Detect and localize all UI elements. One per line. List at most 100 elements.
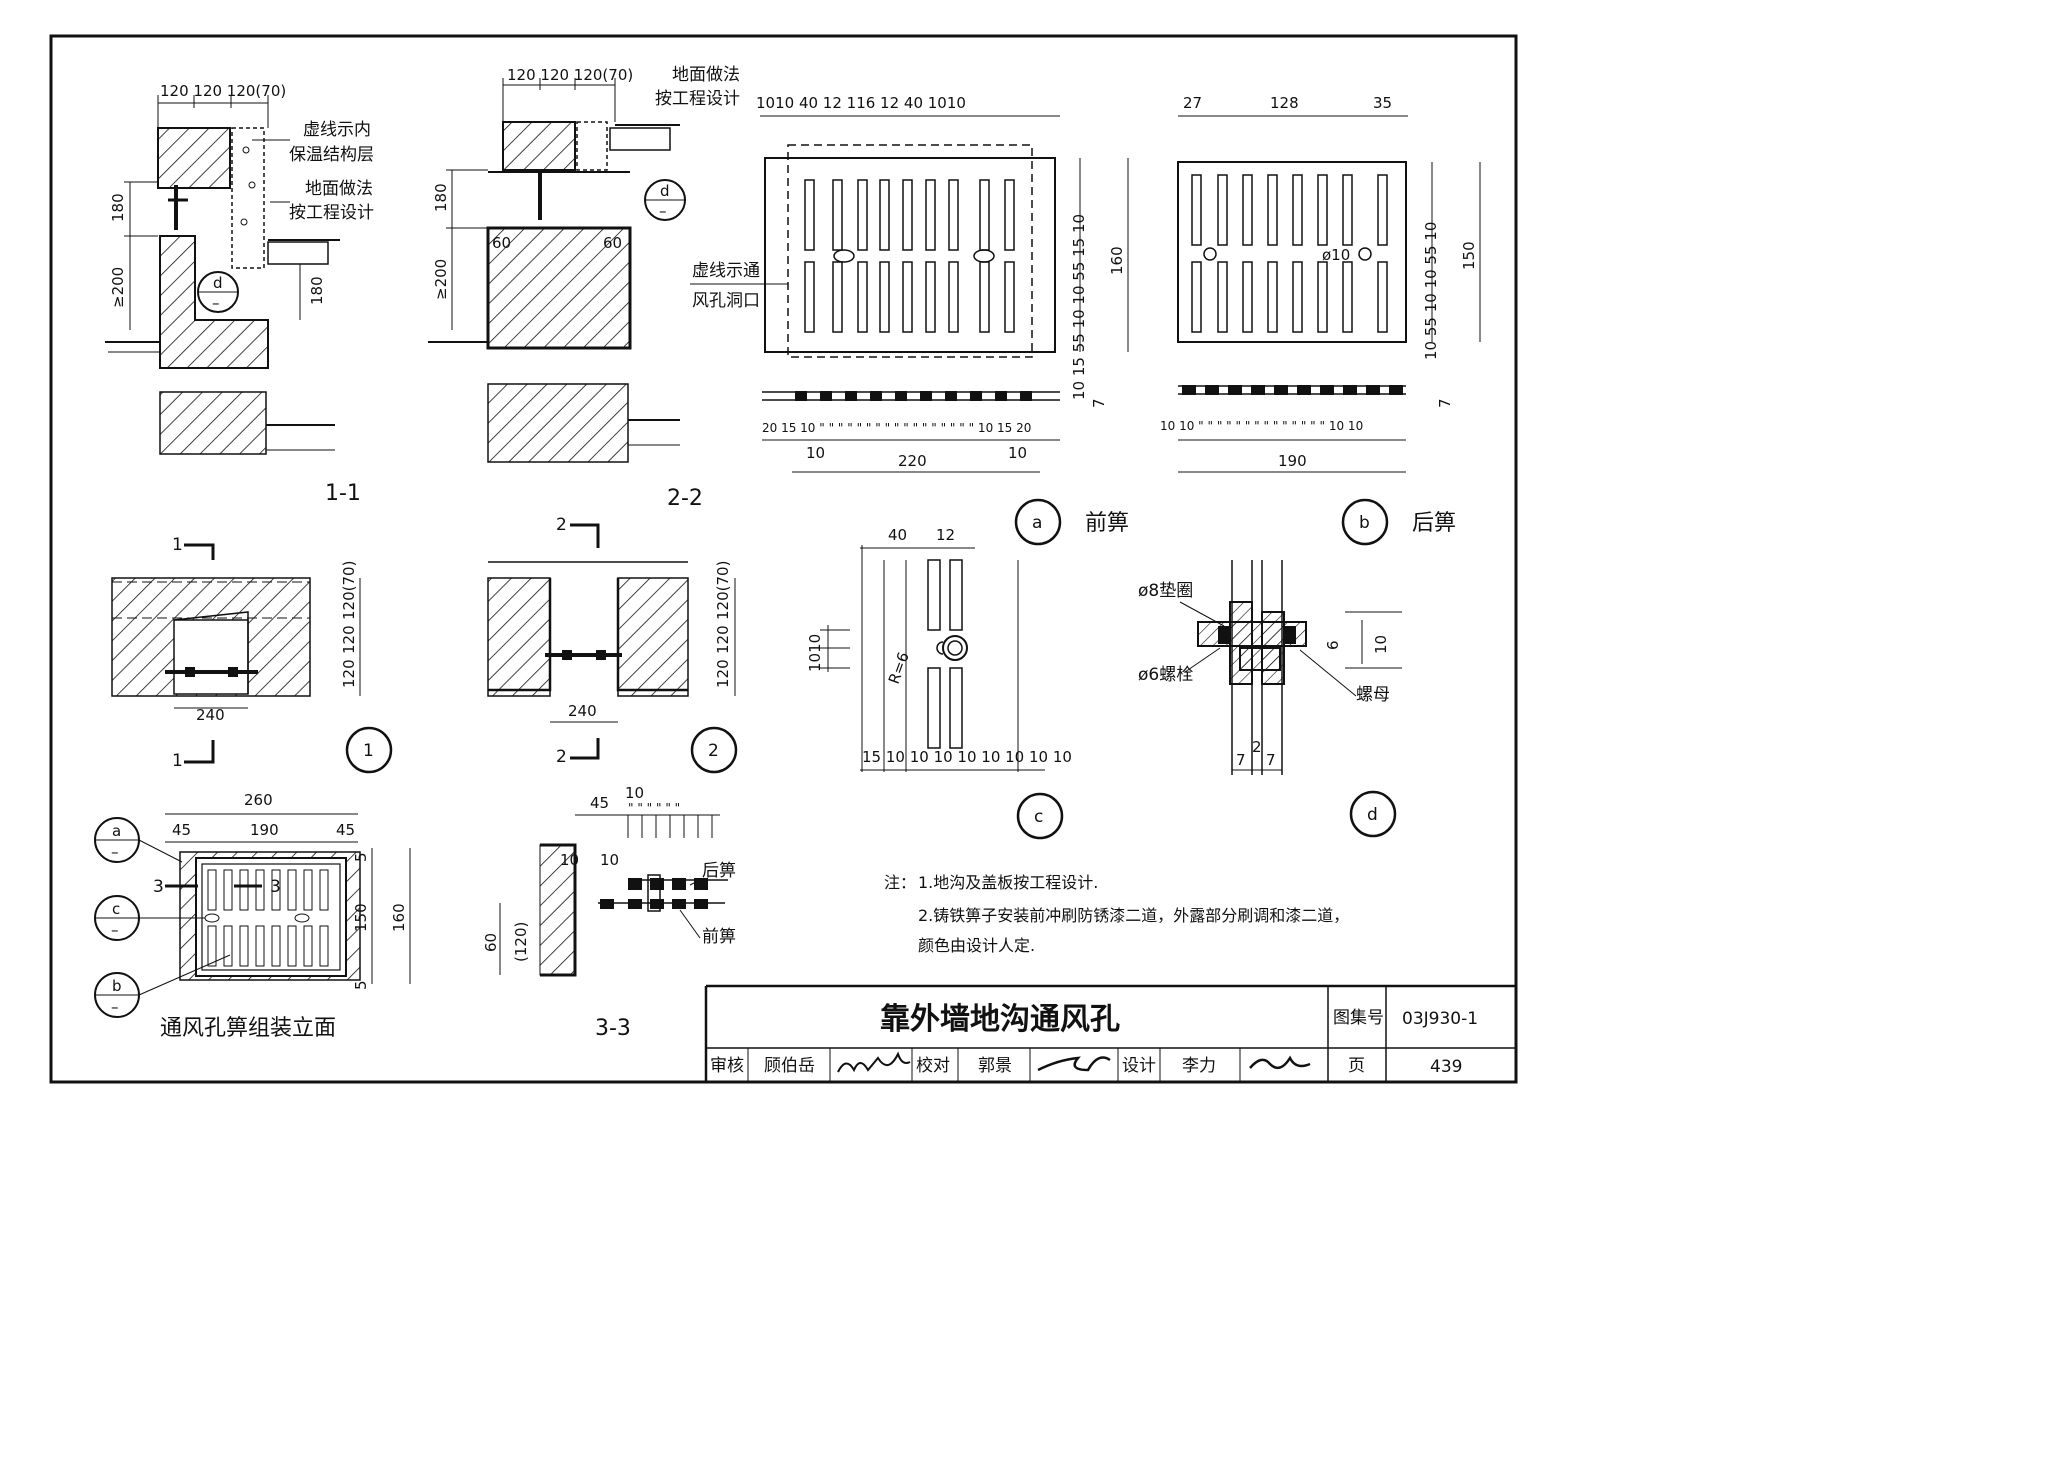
notes-line3: 颜色由设计人定. [918, 936, 1035, 955]
dim-top-128: 128 [1270, 94, 1299, 112]
grille-frame [195, 857, 347, 977]
callout-d-bottom: – [659, 202, 667, 220]
dim-220: 220 [898, 452, 927, 470]
circle-c-label: c [1034, 807, 1043, 827]
dim-180b: 180 [308, 276, 326, 305]
dim-top-35: 35 [1373, 94, 1392, 112]
dim-6: 6 [1324, 640, 1342, 650]
dim-45: 45 [590, 794, 609, 812]
dims-bottom: 20 15 10 " " " " " " " " " " " " " " " "… [762, 421, 1031, 435]
designer: 李力 [1182, 1056, 1216, 1076]
dim-120: (120) [512, 922, 530, 962]
slots-upper [804, 179, 1015, 251]
label-floor-1: 地面做法 [305, 179, 373, 199]
lower-wall [486, 226, 632, 350]
svg-text:b: b [112, 977, 122, 995]
dim-180: 180 [432, 183, 450, 212]
detail-a: 1010 40 12 116 12 40 1010 [690, 94, 1129, 546]
sheet-border [49, 34, 1518, 1084]
dim-top-27: 27 [1183, 94, 1202, 112]
page-no: 439 [1430, 1057, 1462, 1077]
dims-right-string: 10 55 10 10 55 10 [1422, 222, 1440, 360]
dim-right-5b: 5 [352, 980, 370, 990]
dim-10a: 10 [806, 444, 825, 462]
detail-b: 27 128 35 ø10 10 55 10 [1160, 94, 1481, 546]
section-3-3: 45 10 " " " " " " 10 10 后箅 前箅 60 [482, 784, 736, 1041]
label-floor-2: 按工程设计 [655, 89, 740, 109]
circle-b-label: b [1359, 513, 1370, 533]
dim-200: ≥200 [432, 259, 450, 300]
dim-1010: 1010 [806, 634, 824, 672]
dim-160: 160 [1108, 246, 1126, 275]
caption: 通风孔箅组装立面 [160, 1016, 336, 1041]
page-label: 页 [1348, 1056, 1365, 1076]
dim-7: 7 [1090, 398, 1108, 408]
review-label: 审核 [710, 1056, 744, 1076]
dim-10: 10 [1372, 635, 1390, 654]
label-insulation-1: 虚线示内 [303, 120, 371, 140]
dim-10a: 10 [625, 784, 644, 802]
drawing-title: 靠外墙地沟通风孔 [880, 1002, 1120, 1037]
dim-right-2: 120 [340, 625, 358, 654]
dim-10b: 10 [560, 851, 579, 869]
label-bolt: ø6螺栓 [1138, 665, 1193, 685]
assembly-elevation: 260 45 190 45 3 3 [94, 791, 411, 1041]
svg-text:–: – [111, 998, 119, 1016]
caption: 2-2 [667, 486, 703, 511]
dim-right-3: 120 [714, 659, 732, 688]
label-2: 风孔洞口 [692, 291, 760, 311]
dim-right-5a: 5 [352, 852, 370, 862]
callout-b: b – [94, 954, 231, 1018]
label-nut: 螺母 [1356, 685, 1390, 705]
dim-10b: 10 [1008, 444, 1027, 462]
check-label: 校对 [916, 1056, 950, 1076]
grille-front-outer [764, 157, 1056, 353]
callout-a: a – [94, 817, 183, 863]
label-insulation-2: 保温结构层 [289, 145, 374, 165]
dim-right-1: 120(70) [340, 561, 358, 620]
dim-180a: 180 [109, 193, 127, 222]
dim-10c: 10 [600, 851, 619, 869]
slots-lower [804, 261, 1015, 333]
assembly-slots [207, 869, 329, 967]
detail-c: 40 12 1010 R=6 15 10 10 10 10 10 10 10 1… [806, 526, 1072, 840]
dim-190: 190 [1278, 452, 1307, 470]
design-label: 设计 [1122, 1056, 1156, 1076]
dim-right-1: 120(70) [714, 561, 732, 620]
dim-top: 120 120 120(70) [160, 82, 286, 100]
dim-right-2: 120 [714, 625, 732, 654]
svg-text:c: c [112, 900, 120, 918]
cut-bottom: 2 [556, 747, 567, 767]
grille-rear-outer [1177, 161, 1407, 343]
label-floor-1: 地面做法 [672, 65, 740, 85]
dim-top: 120 120 120(70) [507, 66, 633, 84]
circle-d-label: d [1367, 805, 1378, 825]
grille-rear-section-bars [1182, 385, 1403, 395]
dim-240: 240 [196, 706, 225, 724]
circle-a [1014, 498, 1062, 546]
cut-top: 1 [172, 535, 183, 555]
circle-2-label: 2 [708, 741, 719, 761]
circle-2 [690, 726, 738, 774]
label-rear: 后箅 [702, 861, 736, 881]
reviewer: 顾伯岳 [764, 1056, 815, 1076]
notes-line1: 1.地沟及盖板按工程设计. [918, 873, 1098, 892]
dim-top-45b: 45 [336, 821, 355, 839]
drawing-sheet: 120 120 120(70) 180 ≥200 180 虚线示内 保 [49, 34, 1518, 1084]
section-mark-left: 3 [153, 877, 164, 897]
callout-d-top: d [660, 182, 670, 200]
grille-front-section-bars [795, 391, 1032, 401]
dim-top-45a: 45 [172, 821, 191, 839]
lower-wall [159, 235, 269, 369]
upper-wall [157, 127, 231, 189]
dims-bottom: 10 10 " " " " " " " " " " " " " " 10 10 [1160, 419, 1363, 433]
dim-7: 7 [1436, 398, 1454, 408]
circle-c [1016, 792, 1064, 840]
dim-60a: 60 [492, 234, 511, 252]
section-mark-right: 3 [270, 877, 281, 897]
title-block: 靠外墙地沟通风孔 图集号 03J930-1 页 439 审核 顾伯岳 校对 郭景… [704, 984, 1516, 1082]
dim-40: 40 [888, 526, 907, 544]
detail-d: ø8垫圈 ø6螺栓 螺母 6 10 7 2 7 d [1138, 560, 1402, 838]
plan-1: 1 240 120(70) 120 120 1 1 [111, 535, 393, 774]
dim-240: 240 [568, 702, 597, 720]
